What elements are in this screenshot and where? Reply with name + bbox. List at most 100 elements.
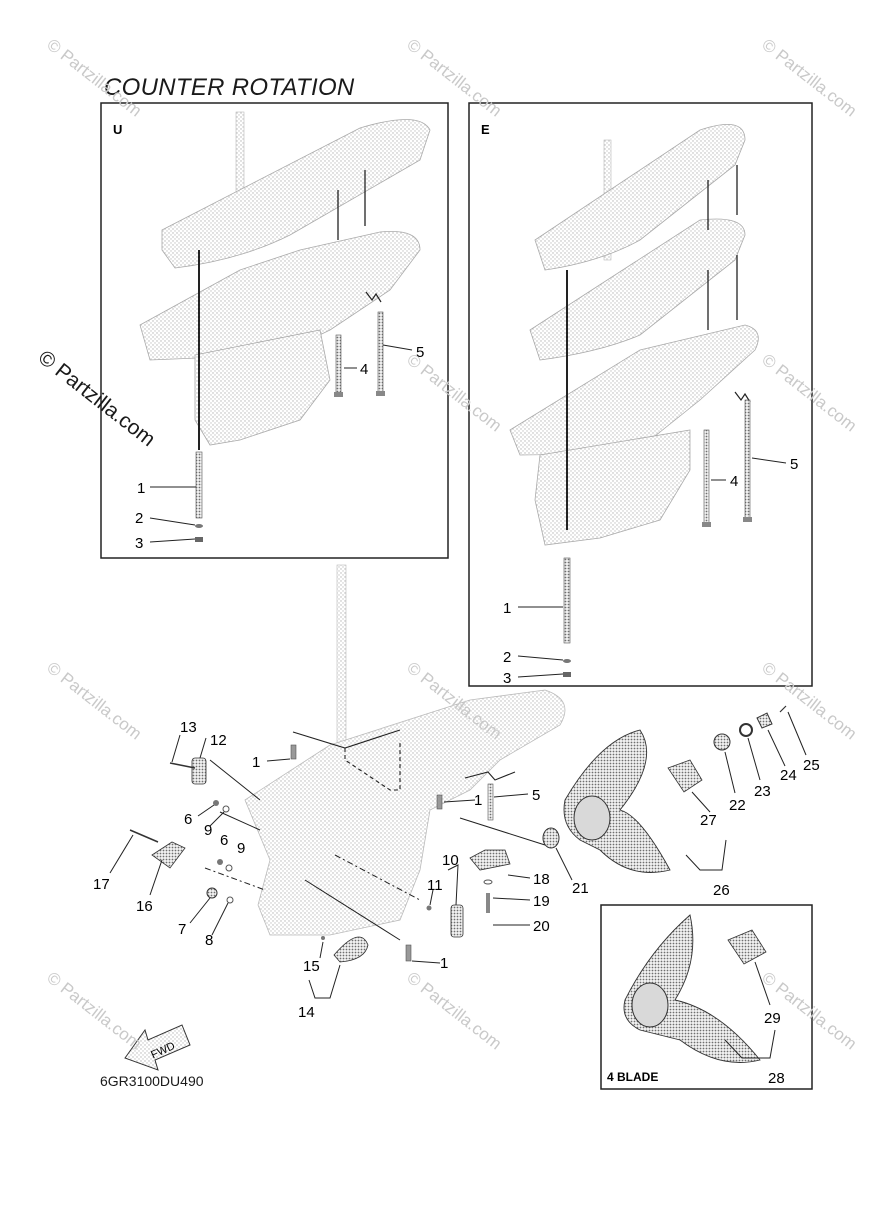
callout-18: 18 (533, 871, 550, 888)
bolt-5 (487, 783, 494, 821)
panel-4-blade-frame (600, 904, 813, 1090)
callout-5: 5 (532, 787, 540, 804)
washer-2 (563, 659, 571, 663)
part-6 (213, 800, 219, 806)
part-29 (727, 929, 767, 965)
part-27 (667, 759, 703, 793)
callout-17: 17 (93, 876, 110, 893)
bolt-4 (703, 429, 710, 526)
diagram-code: 6GR3100DU490 (100, 1073, 204, 1089)
callout-12: 12 (210, 732, 227, 749)
callout-26: 26 (713, 882, 730, 899)
callout-19: 19 (533, 893, 550, 910)
callout-1: 1 (252, 754, 260, 771)
drive-shaft (336, 564, 347, 766)
panel-u: U 1 2 3 4 5 (100, 102, 449, 559)
part-8 (226, 896, 234, 904)
guide-line (204, 867, 266, 891)
propeller-hub (573, 795, 611, 841)
callout-10: 10 (442, 852, 459, 869)
callout-e-2: 2 (503, 649, 511, 666)
upper-casing (534, 123, 746, 271)
panel-e-frame (468, 102, 813, 687)
panel-4-blade: 4 BLADE 29 28 (600, 904, 813, 1090)
callout-20: 20 (533, 918, 550, 935)
callout-13: 13 (180, 719, 197, 736)
bolt-4 (335, 334, 342, 396)
propeller-4-blade (623, 914, 761, 1063)
callout-24: 24 (780, 767, 797, 784)
bolt-1 (405, 944, 412, 962)
break-mark (734, 391, 751, 403)
lower-unit-housing (244, 689, 566, 936)
callout-21: 21 (572, 880, 589, 897)
diagram-title: COUNTER ROTATION (104, 74, 355, 101)
part-24 (756, 712, 773, 729)
part-17 (129, 829, 159, 843)
washer-2 (195, 524, 203, 528)
callout-7: 7 (178, 921, 186, 938)
callout-u-4: 4 (360, 361, 368, 378)
callout-29: 29 (764, 1010, 781, 1027)
callout-1: 1 (474, 792, 482, 809)
part-25 (779, 705, 787, 713)
part-16 (151, 841, 186, 869)
main-assembly: FWD (93, 564, 820, 1071)
part-23 (739, 723, 753, 737)
callout-15: 15 (303, 958, 320, 975)
bolt-5-head (743, 517, 752, 522)
bolt-1 (290, 744, 297, 760)
part-13 (169, 762, 196, 769)
guide-line (304, 879, 401, 941)
callout-u-3: 3 (135, 535, 143, 552)
bolt-5 (377, 311, 384, 395)
bolt-5-head (376, 391, 385, 396)
propeller-hub (631, 982, 669, 1028)
callout-27: 27 (700, 812, 717, 829)
bolt-5 (744, 399, 751, 521)
upper-casing (161, 119, 431, 269)
guide-line (344, 740, 401, 791)
break-mark (365, 291, 382, 303)
panel-u-label: U (113, 122, 122, 137)
callout-e-4: 4 (730, 473, 738, 490)
callout-16: 16 (136, 898, 153, 915)
part-20 (486, 893, 490, 913)
gear-case (534, 429, 691, 546)
callout-23: 23 (754, 783, 771, 800)
callout-22: 22 (729, 797, 746, 814)
part-10 (450, 904, 464, 938)
callout-11: 11 (427, 877, 443, 894)
bolt-1 (436, 794, 443, 810)
nut-3 (195, 537, 203, 542)
callout-6: 6 (184, 811, 192, 828)
callout-u-1: 1 (137, 480, 145, 497)
panel-e-label: E (481, 122, 490, 137)
part-7 (206, 887, 218, 899)
guide-line (219, 811, 261, 831)
part-21 (542, 827, 560, 849)
part-9 (222, 805, 230, 813)
stud-1 (563, 557, 571, 644)
panel-e: E 1 2 3 4 5 (468, 102, 813, 687)
callout-25: 25 (803, 757, 820, 774)
nut-3 (563, 672, 571, 677)
callout-9: 9 (237, 840, 245, 857)
guide-line (459, 817, 546, 846)
guide-line (334, 854, 421, 901)
callout-9: 9 (204, 822, 212, 839)
bolt-4-head (334, 392, 343, 397)
guide-line (209, 759, 261, 801)
break-mark (464, 771, 516, 781)
callout-u-2: 2 (135, 510, 143, 527)
panel-u-frame (100, 102, 449, 559)
part-11 (426, 905, 432, 911)
callout-28: 28 (768, 1070, 785, 1087)
callout-e-5: 5 (790, 456, 798, 473)
part-19 (483, 879, 493, 885)
callout-e-1: 1 (503, 600, 511, 617)
callout-8: 8 (205, 932, 213, 949)
part-6 (217, 859, 223, 865)
